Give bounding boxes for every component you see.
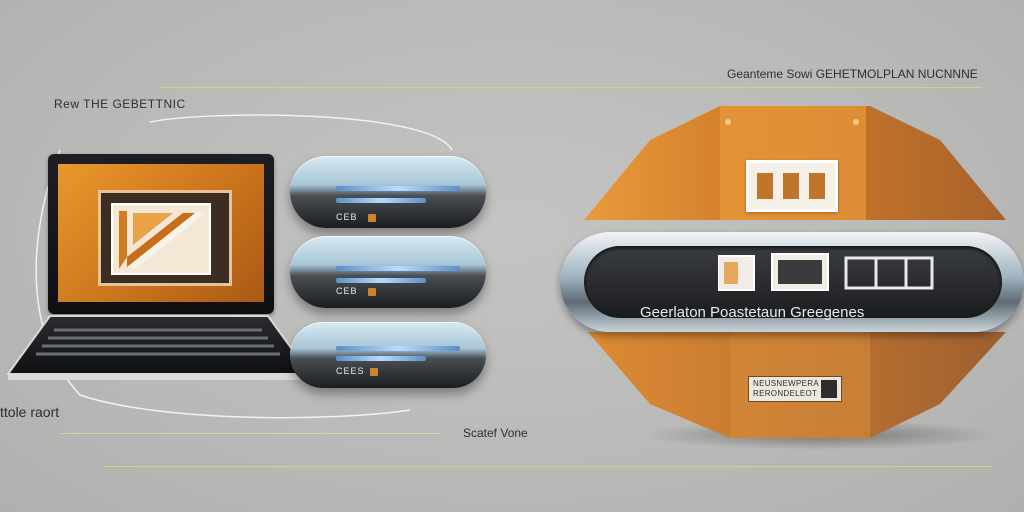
right-title: Geanteme Sowi GEHETMOLPLAN NUCNNNE: [727, 67, 978, 81]
laptop-caption: ttole raort: [0, 404, 60, 420]
laptop-keyboard: [6, 315, 312, 380]
server-slab-1[interactable]: CEB: [290, 156, 486, 228]
device-panel[interactable]: Geerlaton Poastetaun Greegenes: [560, 232, 1024, 332]
server-label: CEB: [336, 212, 358, 222]
divider-mid-left: [60, 433, 440, 434]
panel-title: Geerlaton Poastetaun Greegenes: [640, 304, 865, 321]
plate-line-2: RERONDELEOT: [753, 389, 818, 398]
status-led-icon: [368, 214, 376, 222]
server-slab-3[interactable]: CEES: [290, 322, 486, 388]
divider-bottom: [104, 466, 992, 467]
server-slab-2[interactable]: CEB: [290, 236, 486, 308]
panel-indicators-icon: [718, 253, 934, 291]
laptop-screen: [48, 154, 274, 314]
box-badge-icon: [746, 160, 838, 212]
divider-top: [160, 87, 982, 88]
plate-line-1: NEUSNEWPERA: [753, 379, 819, 388]
server-label: CEES: [336, 366, 365, 376]
document-icon: [98, 190, 232, 286]
status-led-icon: [370, 368, 378, 376]
plate-mark-icon: [821, 380, 837, 398]
status-led-icon: [368, 288, 376, 296]
laptop-display: [58, 164, 264, 302]
device-label-plate: NEUSNEWPERA RERONDELEOT: [748, 376, 842, 402]
document-glyph-icon: [119, 211, 203, 269]
server-label: CEB: [336, 286, 358, 296]
left-title: Rew THE GEBETTNIC: [54, 97, 186, 111]
center-caption: Scatef Vone: [463, 426, 528, 440]
left-group-outline: [35, 114, 453, 419]
